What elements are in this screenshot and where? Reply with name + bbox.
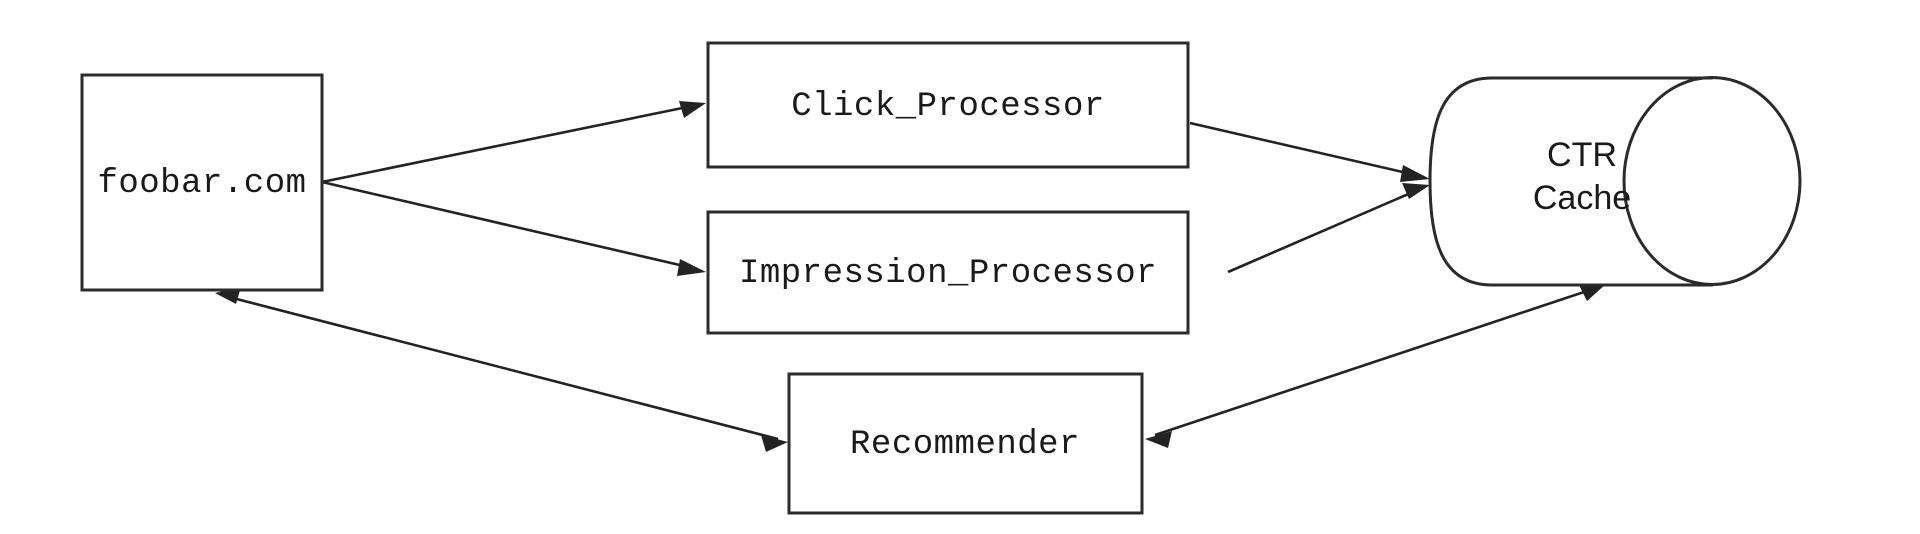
node-ctr-cache-label-line-2: Cache: [1533, 179, 1631, 217]
edge-line: [1154, 286, 1597, 437]
arrow-head-end: [761, 435, 788, 452]
node-ctr-cache[interactable]: CTR Cache: [1428, 76, 1802, 287]
node-impression-processor[interactable]: Impression_Processor: [706, 210, 1190, 335]
arrow-head-start: [1145, 431, 1172, 448]
arrow-head-end: [1579, 284, 1606, 301]
edge-line: [1189, 121, 1421, 178]
node-website[interactable]: foobar.com: [80, 73, 324, 292]
edge-line: [321, 103, 698, 184]
edge-website-to-click-processor: [321, 101, 706, 184]
node-recommender-box[interactable]: [787, 372, 1144, 515]
node-recommender[interactable]: Recommender: [787, 372, 1144, 515]
node-impression-processor-label: Impression_Processor: [739, 255, 1157, 293]
edge-recommender-ctr-cache-bidirectional: [1145, 284, 1606, 448]
edge-impression-processor-to-ctr-cache: [1227, 183, 1430, 274]
node-click-processor-box[interactable]: [706, 41, 1190, 169]
node-click-processor-label: Click_Processor: [791, 88, 1105, 126]
edge-line: [1227, 187, 1421, 274]
arrow-head-end: [677, 259, 706, 276]
node-click-processor[interactable]: Click_Processor: [706, 41, 1190, 169]
arrow-head-end: [1402, 183, 1430, 199]
nodes-layer: foobar.com Click_Processor Impression_Pr…: [80, 41, 1802, 515]
node-ctr-cache-cylinder-body[interactable]: [1428, 76, 1714, 287]
node-website-box[interactable]: [80, 73, 324, 292]
edge-line: [224, 294, 779, 441]
node-recommender-label: Recommender: [850, 426, 1080, 464]
arrow-head-end: [679, 101, 706, 118]
node-website-label: foobar.com: [97, 165, 306, 203]
edge-line: [321, 180, 698, 271]
edge-click-processor-to-ctr-cache: [1189, 121, 1430, 182]
edge-website-to-impression-processor: [321, 180, 706, 276]
node-ctr-cache-cylinder-cap: [1622, 76, 1802, 286]
node-ctr-cache-label-line-1: CTR: [1547, 136, 1617, 174]
node-impression-processor-box[interactable]: [706, 210, 1190, 335]
arrow-head-end: [1400, 165, 1430, 182]
